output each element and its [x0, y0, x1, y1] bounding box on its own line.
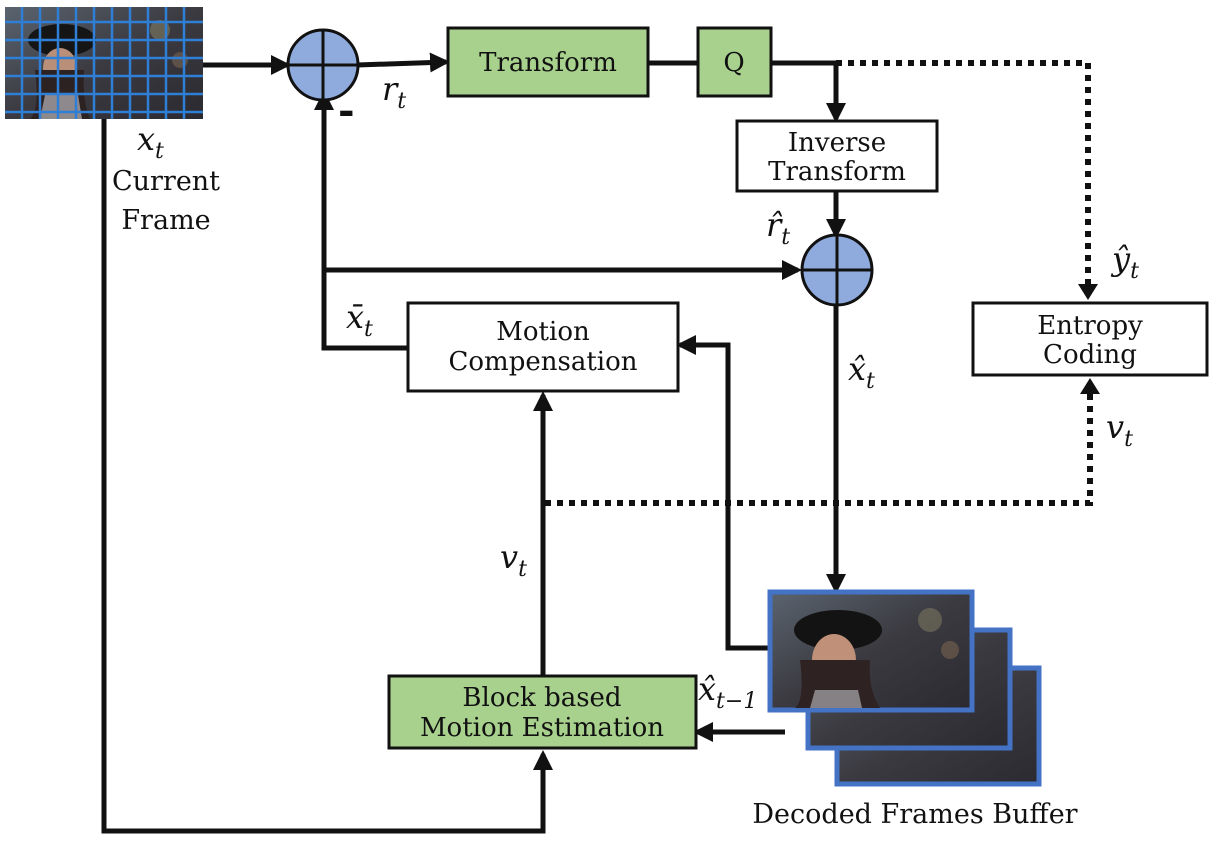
dotted-lines — [545, 60, 1100, 506]
entropy-line1: Entropy — [1037, 311, 1143, 341]
motion-est-line2: Motion Estimation — [420, 713, 664, 743]
var-r-hat-t: r̂t — [766, 206, 790, 250]
entropy-line2: Coding — [1043, 340, 1137, 370]
current-frame-line1: Current — [112, 166, 220, 197]
motion-comp-line2: Compensation — [449, 347, 638, 377]
motion-compensation-block: Motion Compensation — [406, 301, 680, 393]
subtract-adder — [286, 28, 360, 102]
svg-text:vt: vt — [1106, 408, 1133, 452]
quantize-block: Q — [696, 26, 773, 98]
svg-text:rt: rt — [382, 70, 406, 114]
svg-text:x̄t: x̄t — [346, 298, 373, 342]
svg-text:x̂t−1: x̂t−1 — [698, 670, 757, 714]
decoded-frames-buffer-label: Decoded Frames Buffer — [752, 799, 1077, 830]
inverse-transform-line1: Inverse — [788, 128, 886, 158]
motion-comp-line1: Motion — [496, 317, 590, 347]
inverse-transform-block: Inverse Transform — [735, 119, 939, 193]
var-x-bar-t: x̄t — [346, 298, 373, 342]
var-v-t-mid: vt — [500, 538, 527, 582]
current-frame-line2: Frame — [121, 205, 210, 236]
var-x-hat-prev: x̂t−1 — [698, 670, 757, 714]
motion-estimation-block: Block based Motion Estimation — [387, 674, 698, 750]
var-y-hat-t: ŷt — [1110, 240, 1139, 284]
minus-sign: - — [338, 87, 355, 134]
var-v-t-right: vt — [1106, 408, 1133, 452]
svg-text:x̂t: x̂t — [848, 350, 875, 394]
var-x-hat-t: x̂t — [848, 350, 875, 394]
quantize-label: Q — [723, 48, 744, 78]
var-r-t: rt — [382, 70, 406, 114]
svg-text:ŷt: ŷt — [1110, 240, 1139, 284]
svg-text:vt: vt — [500, 538, 527, 582]
decoded-frames-images — [767, 589, 1042, 787]
connection-lines — [101, 52, 846, 834]
motion-est-line1: Block based — [462, 683, 621, 713]
inverse-transform-line2: Transform — [768, 157, 906, 187]
add-adder — [800, 233, 874, 307]
svg-text:r̂t: r̂t — [766, 206, 790, 250]
transform-block: Transform — [446, 26, 650, 98]
var-x-t: xt — [137, 120, 164, 164]
entropy-coding-block: Entropy Coding — [971, 301, 1209, 377]
current-frame-image — [5, 7, 203, 119]
svg-text:xt: xt — [137, 120, 164, 164]
transform-label: Transform — [479, 48, 617, 78]
